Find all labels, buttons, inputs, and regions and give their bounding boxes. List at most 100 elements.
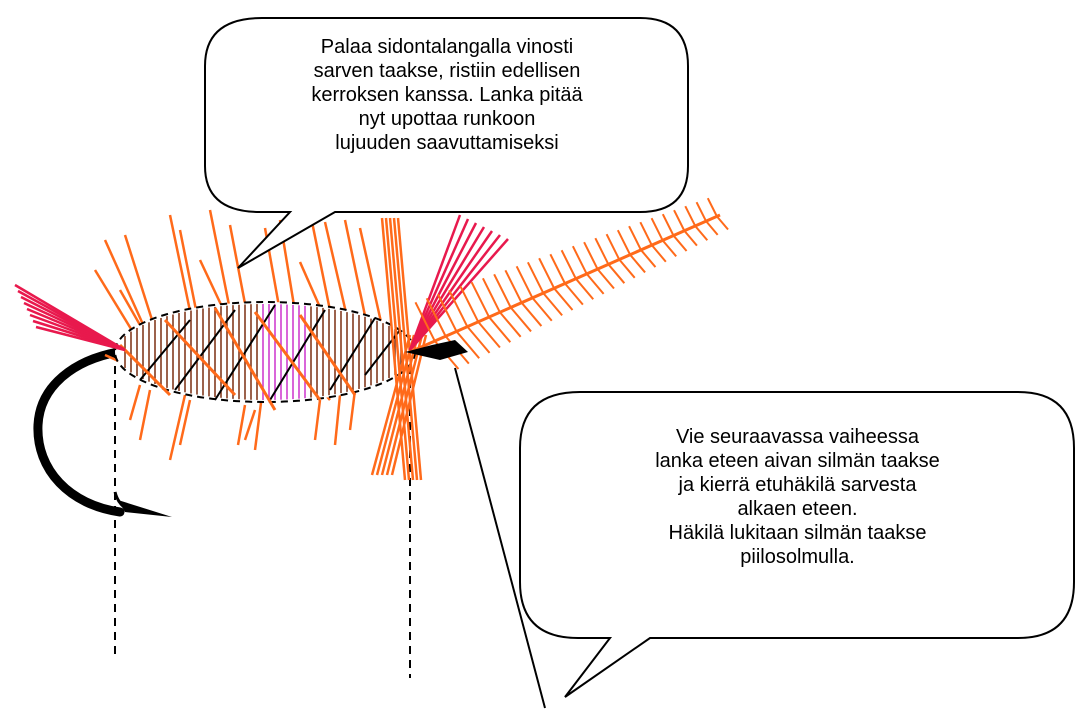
hook-icon bbox=[33, 347, 172, 517]
head-thread-wraps bbox=[405, 340, 468, 360]
tail-fiber bbox=[35, 325, 126, 352]
feather-barb bbox=[553, 287, 574, 311]
feather-barb bbox=[575, 278, 595, 300]
front-collar-fiber bbox=[408, 230, 494, 351]
callout-right-bubble bbox=[519, 391, 1075, 698]
callout-right-line: ja kierrä etuhäkilä sarvesta bbox=[678, 474, 917, 496]
front-stem bbox=[384, 217, 411, 481]
feather-barb bbox=[414, 301, 436, 342]
callout-right-line: Vie seuraavassa vaiheessa bbox=[675, 426, 920, 448]
feather-barb bbox=[515, 265, 534, 299]
feather-barb bbox=[499, 311, 522, 338]
hackle-fiber bbox=[348, 389, 357, 431]
feather-barb bbox=[628, 225, 642, 251]
hackle-fiber bbox=[168, 394, 187, 461]
front-hackle-feather bbox=[370, 197, 729, 481]
callout-right-line: alkaen eteen. bbox=[737, 498, 858, 520]
feather-barb bbox=[477, 321, 501, 349]
feather-barb bbox=[583, 241, 599, 270]
rib-wrap bbox=[163, 318, 237, 397]
callout-top-line: lujuuden saavuttamiseksi bbox=[335, 132, 559, 154]
feather-barb bbox=[618, 258, 636, 279]
feather-barb bbox=[564, 282, 584, 306]
front-stem bbox=[385, 334, 424, 476]
thread-wrap bbox=[269, 309, 326, 401]
feather-barb bbox=[504, 269, 523, 304]
feather-barb bbox=[531, 297, 553, 322]
callout-right-line: lanka eteen aivan silmän taakse bbox=[655, 450, 940, 472]
callout-top-text: Palaa sidontalangalla vinosti sarven taa… bbox=[212, 35, 682, 155]
thread-wrap bbox=[329, 317, 376, 391]
feather-barb bbox=[607, 263, 626, 284]
callout-top-line: Palaa sidontalangalla vinosti bbox=[320, 36, 574, 58]
feather-barb bbox=[482, 277, 501, 313]
callout-top-line: nyt upottaa runkoon bbox=[358, 108, 536, 130]
feather-barb bbox=[549, 253, 566, 284]
feather-barb bbox=[683, 230, 698, 247]
rib-wrap bbox=[253, 311, 322, 401]
feather-barb bbox=[560, 249, 577, 280]
feather-barb bbox=[616, 229, 631, 256]
tail-fibers bbox=[14, 283, 126, 352]
feather-barb bbox=[629, 254, 646, 274]
feather-barb bbox=[605, 233, 621, 260]
front-collar-fiber bbox=[408, 214, 462, 351]
front-collar-fiber bbox=[409, 238, 509, 351]
hackle-fiber bbox=[333, 394, 342, 446]
thread-wrap bbox=[364, 329, 401, 376]
feather-barb bbox=[705, 220, 719, 236]
feather-barb bbox=[596, 268, 615, 290]
front-stem bbox=[375, 334, 416, 476]
front-stem bbox=[388, 217, 415, 481]
hackle-fiber bbox=[243, 409, 257, 441]
feather-barb bbox=[509, 306, 532, 333]
front-collar-fiber bbox=[408, 222, 478, 351]
feather-barb bbox=[470, 281, 490, 318]
callout-top-line: kerroksen kanssa. Lanka pitää bbox=[311, 84, 583, 106]
front-collar-fiber bbox=[408, 218, 470, 351]
feather-barb bbox=[694, 225, 709, 241]
rib-wrap bbox=[118, 343, 172, 397]
callout-top-line: sarven taakse, ristiin edellisen bbox=[313, 60, 581, 82]
feather-barb bbox=[585, 273, 605, 295]
feather-barb bbox=[455, 330, 480, 359]
feather-barb bbox=[542, 292, 563, 316]
feather-barb bbox=[650, 217, 664, 241]
rib-wrap bbox=[298, 314, 357, 396]
callout-right-line: piilosolmulla. bbox=[740, 546, 855, 568]
callout-top-bubble bbox=[204, 17, 689, 269]
feather-barb bbox=[520, 302, 543, 327]
hackle-fiber bbox=[128, 384, 142, 421]
feather-barb bbox=[459, 285, 480, 323]
feather-barb bbox=[437, 293, 458, 332]
rib-wrap bbox=[213, 307, 277, 411]
feather-barb bbox=[448, 289, 469, 328]
feather-barb bbox=[425, 297, 447, 337]
feather-barb bbox=[695, 201, 707, 222]
front-collar-fiber bbox=[408, 226, 486, 351]
thread-pointer-line bbox=[454, 367, 546, 709]
callout-right-text: Vie seuraavassa vaiheessa lanka eteen ai… bbox=[525, 425, 1070, 569]
feather-barb bbox=[640, 249, 657, 268]
feather-barb bbox=[684, 205, 697, 227]
hackle-fiber bbox=[178, 399, 192, 446]
front-stem bbox=[380, 334, 420, 476]
front-stem bbox=[370, 334, 412, 476]
feather-barb bbox=[594, 237, 610, 265]
feather-barb bbox=[706, 197, 718, 217]
callout-right-line: Häkilä lukitaan silmän taakse bbox=[668, 522, 927, 544]
front-stem bbox=[390, 334, 428, 476]
feather-barb bbox=[466, 326, 491, 354]
hackle-fiber bbox=[138, 389, 152, 441]
fly-body bbox=[114, 301, 416, 411]
feather-barb bbox=[493, 273, 512, 308]
hackle-fiber bbox=[343, 219, 370, 331]
feather-barb bbox=[716, 215, 729, 231]
feather-barb bbox=[488, 316, 512, 343]
hackle-fiber bbox=[253, 394, 264, 451]
feather-barb bbox=[526, 261, 545, 294]
feather-barb bbox=[639, 221, 653, 246]
front-collar-fiber bbox=[409, 234, 501, 351]
feather-barb bbox=[661, 239, 677, 257]
feather-barb bbox=[538, 257, 556, 289]
